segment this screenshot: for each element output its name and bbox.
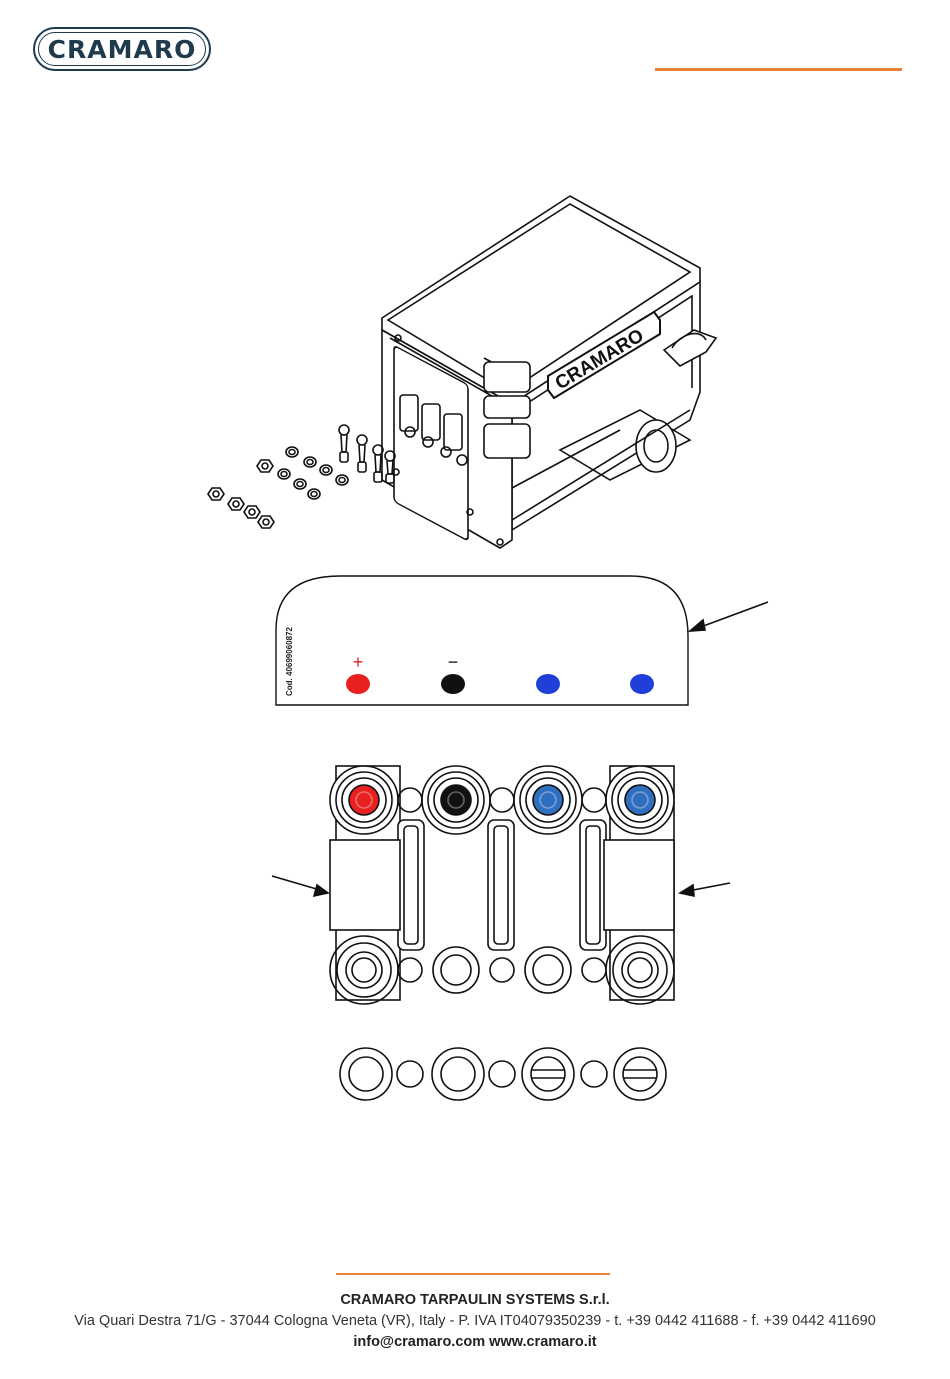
technical-drawing: CRAMARO [0, 0, 950, 1260]
blue-connector-2 [606, 766, 674, 834]
blue-terminal-dot-1 [536, 674, 560, 694]
red-connector [330, 766, 398, 834]
plus-sign: + [353, 652, 364, 672]
control-box-drawing: CRAMARO [382, 196, 716, 548]
connector-block [330, 766, 674, 1004]
hex-nuts [208, 460, 274, 528]
footer-company: CRAMARO TARPAULIN SYSTEMS S.r.l. [0, 1290, 950, 1311]
minus-sign: − [448, 652, 459, 672]
footer-contacts: info@cramaro.com www.cramaro.it [0, 1332, 950, 1353]
blue-connector-1 [514, 766, 582, 834]
washers [278, 447, 348, 499]
footer-address: Via Quari Destra 71/G - 37044 Cologna Ve… [0, 1311, 950, 1332]
left-clamp-arrow [272, 876, 328, 896]
footer-accent-line [336, 1273, 610, 1275]
black-connector [422, 766, 490, 834]
label-arrow [690, 602, 768, 631]
red-terminal-dot [346, 674, 370, 694]
blue-terminal-dot-2 [630, 674, 654, 694]
loose-hardware [208, 425, 395, 528]
right-clamp-arrow [680, 883, 730, 896]
black-terminal-dot [441, 674, 465, 694]
end-caps-row [340, 1048, 666, 1100]
footer: CRAMARO TARPAULIN SYSTEMS S.r.l. Via Qua… [0, 1290, 950, 1353]
label-code: Cod. 40699060872 [285, 627, 294, 696]
terminal-label-sticker: Cod. 40699060872 + − [276, 576, 688, 705]
